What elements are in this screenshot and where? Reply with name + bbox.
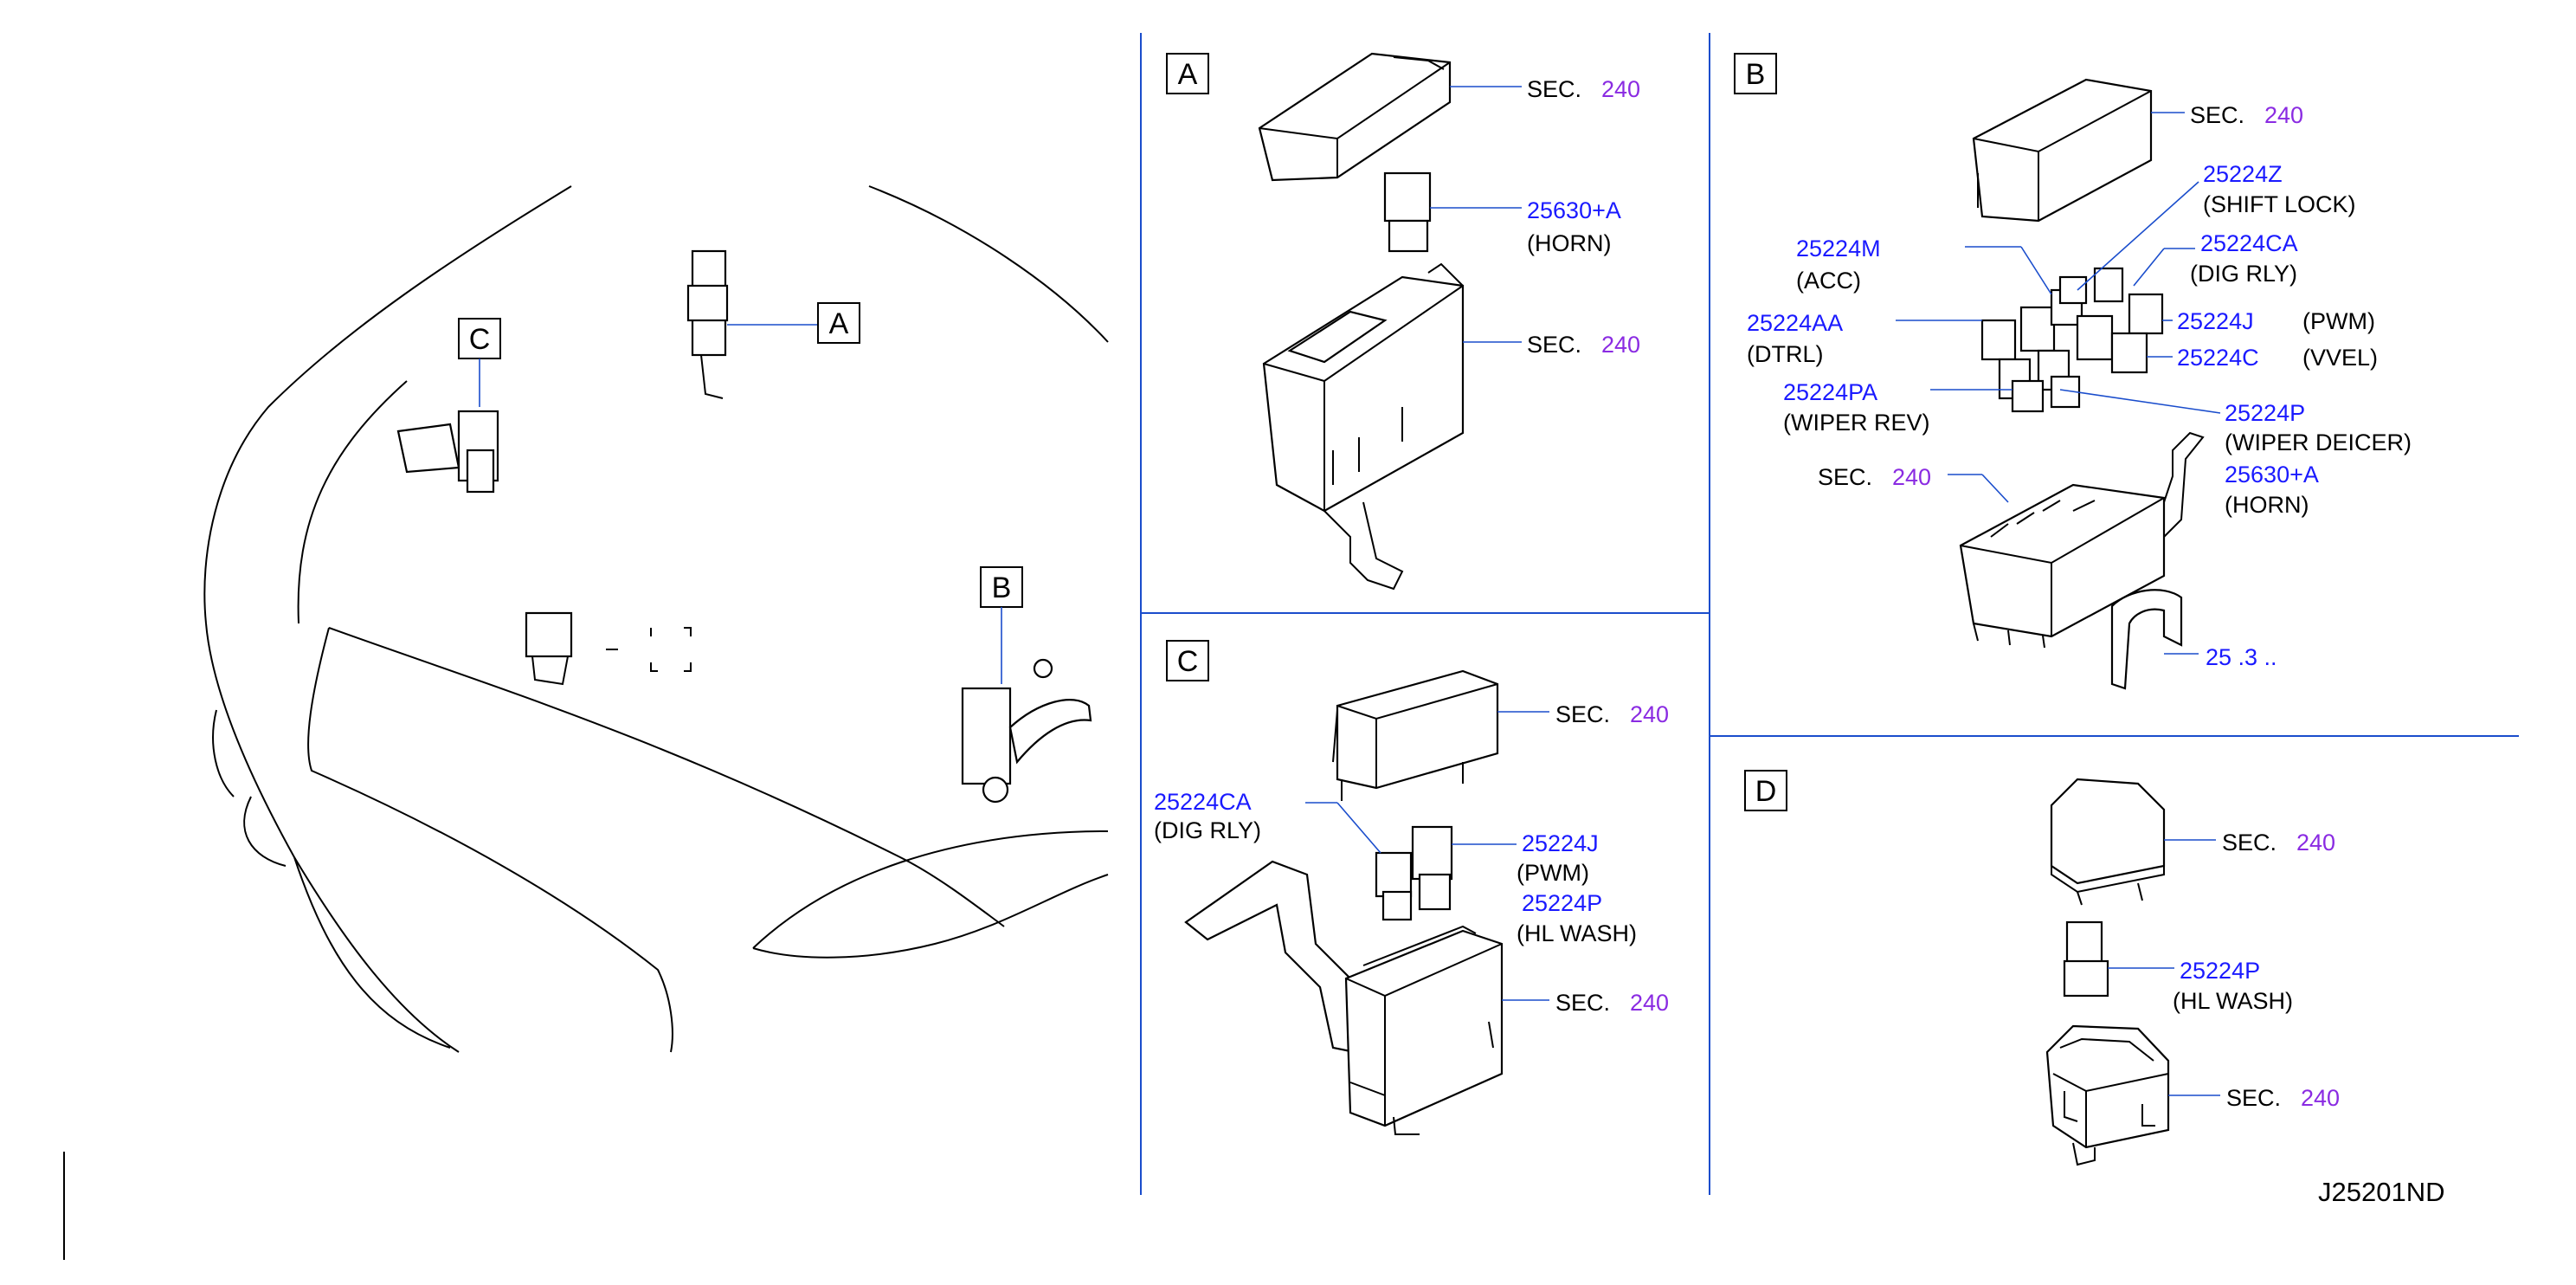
panel-a-sec-top-num: 240 bbox=[1601, 76, 1640, 102]
overview-component-b: B bbox=[961, 566, 1092, 804]
panel-b-dtrl-part: 25224AA bbox=[1747, 310, 1843, 336]
panel-c-hl-wash-part: 25224P bbox=[1522, 890, 1602, 916]
panel-a-sec-bottom-label: SEC. bbox=[1527, 332, 1581, 358]
panel-a-horn-desc: (HORN) bbox=[1527, 230, 1611, 256]
panel-d-letter: D bbox=[1755, 775, 1777, 808]
panel-a-cover-part bbox=[1258, 52, 1452, 182]
panel-a-fuse-box bbox=[1262, 262, 1465, 591]
overview-callout-b: B bbox=[992, 571, 1012, 604]
panel-b-vvel-desc: (VVEL) bbox=[2302, 345, 2378, 371]
panel-b-wiper-rev-part: 25224PA bbox=[1783, 379, 1877, 405]
panel-c-hl-wash-desc: (HL WASH) bbox=[1517, 920, 1637, 946]
panel-c-fuse-box bbox=[1184, 860, 1504, 1135]
panel-b-sec-cover-num: 240 bbox=[2264, 102, 2303, 128]
panel-b-cut-part: 25 .3 .. bbox=[2206, 644, 2277, 670]
panel-c-pwm-part: 25224J bbox=[1522, 830, 1599, 856]
panel-d-sec-top-label: SEC. bbox=[2222, 830, 2277, 856]
panel-b-wiper-rev-desc: (WIPER REV) bbox=[1783, 410, 1930, 436]
panel-b-pwm-part: 25224J bbox=[2177, 308, 2254, 334]
panel-a-horn-relay bbox=[1383, 171, 1432, 253]
panel-b-pwm-desc: (PWM) bbox=[2302, 308, 2375, 334]
panel-b-acc-desc: (ACC) bbox=[1796, 268, 1861, 294]
overview-component-a: A bbox=[686, 249, 860, 399]
panel-d: D SEC. 240 25224P (HL WASH) SEC. 2 bbox=[1744, 770, 2340, 1166]
panel-b-cover-part bbox=[1972, 78, 2153, 223]
panel-b-vvel-part: 25224C bbox=[2177, 345, 2259, 371]
panel-b-relay-box bbox=[1959, 431, 2205, 690]
panel-c-sec-bottom-label: SEC. bbox=[1555, 990, 1610, 1016]
vehicle-overview: A C B bbox=[203, 185, 1109, 1053]
overview-component-c: C bbox=[396, 318, 501, 494]
panel-d-hl-wash-part: 25224P bbox=[2180, 958, 2260, 984]
panel-b-horn-desc: (HORN) bbox=[2225, 492, 2309, 518]
panel-c-dig-rly-part: 25224CA bbox=[1154, 789, 1252, 815]
panel-b-wiper-deicer-part: 25224P bbox=[2225, 400, 2305, 426]
panel-c-dig-rly-desc: (DIG RLY) bbox=[1154, 817, 1261, 843]
panel-c-pwm-desc: (PWM) bbox=[1517, 860, 1589, 886]
panel-c-sec-top-num: 240 bbox=[1630, 701, 1669, 727]
panel-b-dtrl-desc: (DTRL) bbox=[1747, 341, 1824, 367]
panel-c-relays bbox=[1375, 825, 1453, 921]
panel-b-shift-lock-part: 25224Z bbox=[2203, 161, 2283, 187]
panel-a-sec-top-label: SEC. bbox=[1527, 76, 1581, 102]
panel-b-wiper-deicer-desc: (WIPER DEICER) bbox=[2225, 429, 2412, 455]
panel-d-relay-box bbox=[2045, 1024, 2170, 1166]
panel-b-dig-rly-desc: (DIG RLY) bbox=[2190, 261, 2297, 287]
panel-c-letter: C bbox=[1177, 645, 1199, 678]
panel-a-sec-bottom-num: 240 bbox=[1601, 332, 1640, 358]
overview-callout-a: A bbox=[829, 307, 849, 340]
panel-d-sec-bottom-label: SEC. bbox=[2226, 1085, 2281, 1111]
panel-c-cover-part bbox=[1332, 669, 1499, 801]
panel-b-sec-cover-label: SEC. bbox=[2190, 102, 2244, 128]
panel-d-relay bbox=[2063, 920, 2109, 998]
panel-b-relay-cluster bbox=[1980, 267, 2164, 413]
panel-d-hl-wash-desc: (HL WASH) bbox=[2173, 988, 2293, 1014]
panel-a-letter: A bbox=[1178, 58, 1198, 91]
panel-d-sec-bottom-num: 240 bbox=[2301, 1085, 2340, 1111]
panel-a-horn-part: 25630+A bbox=[1527, 197, 1621, 223]
panel-dividers bbox=[63, 33, 2519, 1260]
panel-d-sec-top-num: 240 bbox=[2296, 830, 2335, 856]
panel-c: C SEC. 240 25224CA (DIG RLY) 25224J (PWM… bbox=[1154, 640, 1669, 1135]
panel-b: B SEC. 240 bbox=[1734, 53, 2412, 690]
panel-a: A SEC. 240 25630+A (HORN) bbox=[1166, 52, 1640, 591]
panel-b-leaders bbox=[1896, 181, 2221, 503]
overview-callout-c: C bbox=[469, 323, 491, 356]
panel-d-cover-part bbox=[2050, 778, 2166, 906]
panel-c-sec-bottom-num: 240 bbox=[1630, 990, 1669, 1016]
overview-component-d bbox=[525, 611, 692, 686]
panel-b-horn-part: 25630+A bbox=[2225, 462, 2319, 488]
panel-b-dig-rly-part: 25224CA bbox=[2200, 230, 2298, 256]
panel-c-sec-top-label: SEC. bbox=[1555, 701, 1610, 727]
panel-b-sec-box-num: 240 bbox=[1892, 464, 1931, 490]
diagram-code: J25201ND bbox=[2318, 1177, 2444, 1207]
panel-b-letter: B bbox=[1746, 58, 1766, 91]
panel-b-acc-part: 25224M bbox=[1796, 236, 1881, 262]
panel-b-sec-box-label: SEC. bbox=[1818, 464, 1872, 490]
panel-b-shift-lock-desc: (SHIFT LOCK) bbox=[2203, 191, 2356, 217]
